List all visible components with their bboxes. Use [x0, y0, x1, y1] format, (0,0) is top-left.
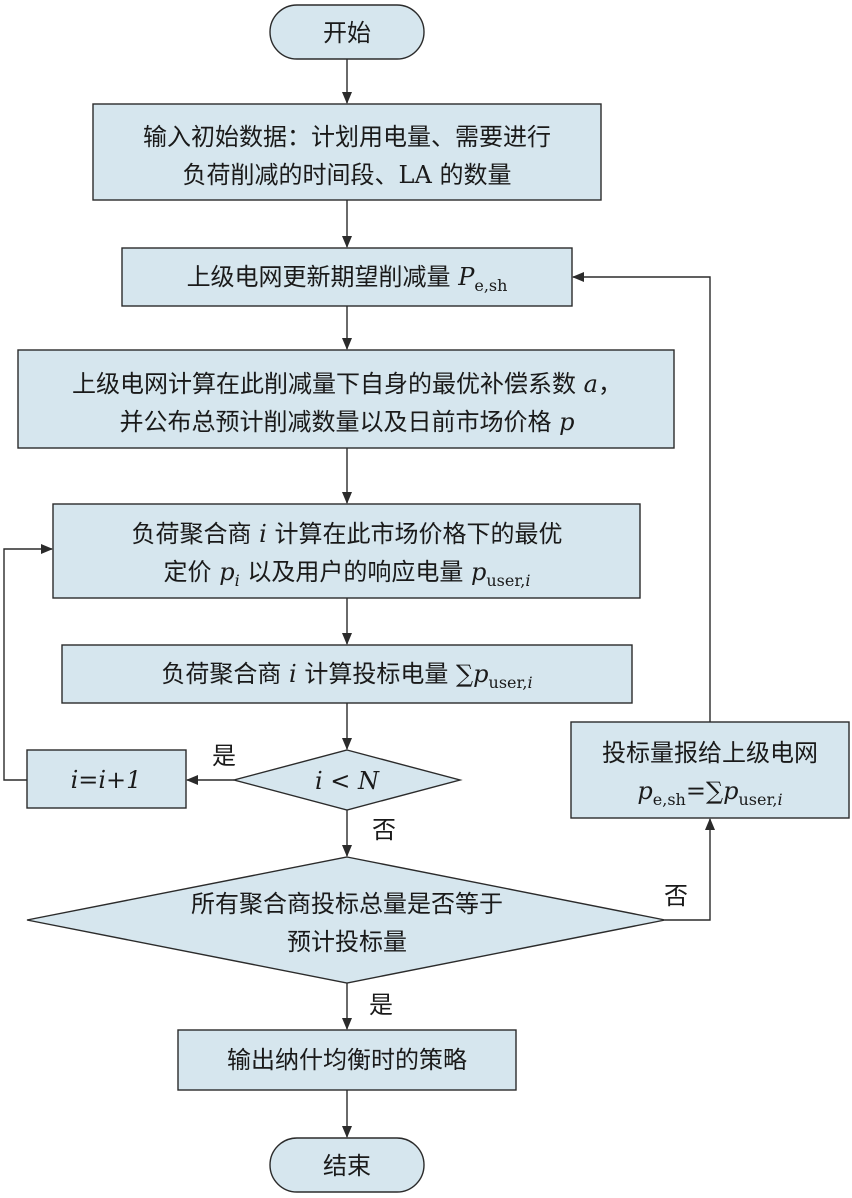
end-label: 结束 [323, 1152, 371, 1180]
compute-line-1: 上级电网计算在此削减量下自身的最优补偿系数 a， [72, 370, 622, 398]
edge-label-no-loop: 否 [372, 816, 396, 844]
compute-coefficient-box: 上级电网计算在此削减量下自身的最优补偿系数 a， 并公布总预计削减数量以及日前市… [17, 349, 675, 449]
edge-label-yes-decision: 是 [369, 991, 393, 1019]
edge-increment-aggregator [3, 544, 53, 781]
input-line-1: 输入初始数据：计划用电量、需要进行 [143, 123, 551, 151]
edge-label-no-decision: 否 [664, 882, 688, 910]
decision-line-2: 预计投标量 [287, 928, 407, 956]
connectors [3, 59, 715, 1138]
input-data-box: 输入初始数据：计划用电量、需要进行 负荷削减的时间段、LA 的数量 [92, 103, 602, 201]
bid-label: 负荷聚合商 i 计算投标电量 ∑puser,i [161, 660, 532, 692]
aggregator-pricing-box: 负荷聚合商 i 计算在此市场价格下的最优 定价 pi 以及用户的响应电量 pus… [52, 503, 641, 599]
edge-decision-report [665, 818, 715, 921]
output-label: 输出纳什均衡时的策略 [227, 1046, 467, 1074]
aggregator-line-1: 负荷聚合商 i 计算在此市场价格下的最优 [132, 520, 563, 548]
update-label: 上级电网更新期望削减量 Pe,sh [187, 263, 508, 295]
end-terminal: 结束 [269, 1137, 425, 1193]
compute-line-2: 并公布总预计削减数量以及日前市场价格 p [119, 408, 574, 436]
loop-condition: i < N [315, 767, 380, 795]
start-label: 开始 [323, 19, 371, 47]
loop-decision: i < N [231, 749, 463, 811]
update-reduction-box: 上级电网更新期望削减量 Pe,sh [121, 247, 573, 307]
report-box: 投标量报给上级电网 pe,sh=∑puser,i [570, 721, 850, 819]
output-strategy-box: 输出纳什均衡时的策略 [177, 1029, 517, 1091]
total-bid-decision: 所有聚合商投标总量是否等于 预计投标量 [26, 856, 666, 984]
report-line-1: 投标量报给上级电网 [602, 739, 818, 767]
decision-line-1: 所有聚合商投标总量是否等于 [191, 890, 503, 918]
edge-label-yes-loop: 是 [212, 742, 236, 770]
report-line-2: pe,sh=∑puser,i [637, 777, 782, 809]
aggregator-line-2: 定价 pi 以及用户的响应电量 puser,i [164, 558, 531, 590]
bid-calculation-box: 负荷聚合商 i 计算投标电量 ∑puser,i [61, 644, 633, 704]
increment-label: i=i+1 [71, 766, 142, 794]
start-terminal: 开始 [269, 4, 425, 60]
input-line-2: 负荷削减的时间段、LA 的数量 [183, 161, 512, 189]
increment-box: i=i+1 [26, 749, 187, 809]
edge-report-update [572, 272, 711, 722]
